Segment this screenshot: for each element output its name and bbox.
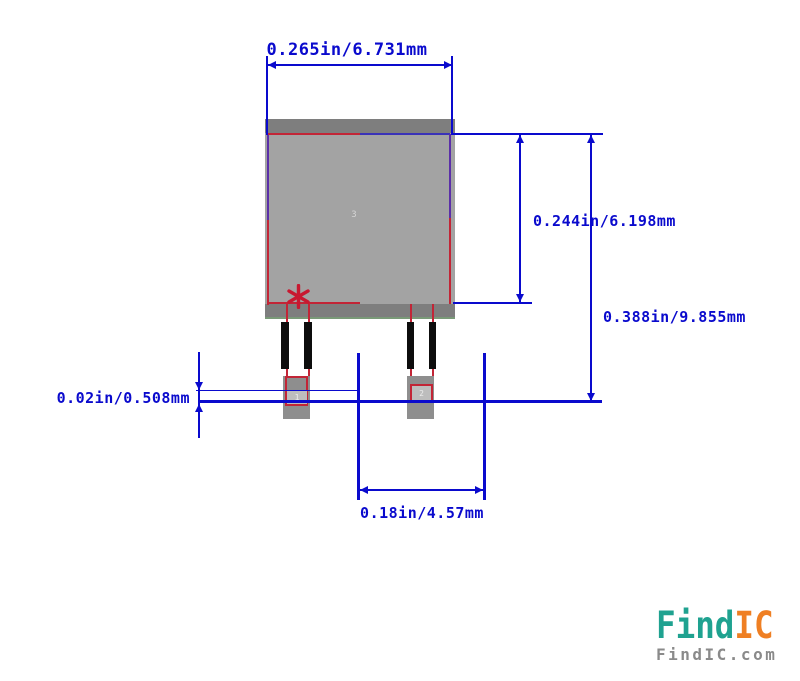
pin1-marker-icon <box>287 284 310 309</box>
extension-line-pitch-left <box>357 353 360 500</box>
logo-brand-primary: Find <box>656 604 735 647</box>
arrowhead-down-icon <box>587 393 595 401</box>
dimension-line-height-outer <box>590 135 592 401</box>
arrowhead-left-icon <box>268 61 276 69</box>
dimension-line-pitch <box>360 489 483 491</box>
body-outline-top-red <box>268 133 360 135</box>
extension-line-pitch-right <box>483 353 486 500</box>
body-outline-left-purple <box>267 135 269 220</box>
lead2-bar-right <box>429 322 436 369</box>
tab-pad-number: 3 <box>351 210 357 220</box>
dimension-line-height-inner <box>519 135 521 302</box>
dimension-line-toe <box>198 352 200 438</box>
arrowhead-right-icon <box>444 61 452 69</box>
dimension-label-toe: 0.02in/0.508mm <box>56 389 190 407</box>
body-tab-pad <box>265 133 455 304</box>
pad-2-number: 2 <box>412 386 431 401</box>
body-outline-left-red <box>267 220 269 305</box>
findic-logo[interactable]: FindIC FindIC.com <box>656 607 790 663</box>
body-outline-top-blue <box>360 133 450 135</box>
arrowhead-up-icon <box>195 404 203 412</box>
logo-brand-secondary: IC <box>734 604 774 647</box>
arrowhead-left-icon <box>360 486 368 494</box>
arrowhead-right-icon <box>475 486 483 494</box>
lead1-bar-right <box>304 322 312 369</box>
reference-line-thick <box>198 400 602 403</box>
dimension-label-pitch: 0.18in/4.57mm <box>360 504 484 522</box>
dimension-label-top-width: 0.265in/6.731mm <box>266 40 428 60</box>
extension-line <box>266 56 268 135</box>
findic-logo-domain: FindIC.com <box>656 645 778 664</box>
lead1-bar-left <box>281 322 289 369</box>
extension-line-body-bottom <box>453 302 532 304</box>
lead2-bar-left <box>407 322 414 369</box>
body-bottom-tab-strip <box>265 304 455 318</box>
findic-logo-wordmark: FindIC <box>656 607 774 644</box>
dimension-line-top <box>268 64 452 66</box>
pad-1-outline <box>285 376 308 406</box>
dimension-label-height-inner: 0.244in/6.198mm <box>533 212 676 230</box>
reference-line-thin <box>196 390 359 391</box>
body-strip-green-edge <box>265 317 455 319</box>
arrowhead-up-icon <box>587 135 595 143</box>
arrowhead-down-icon <box>195 382 203 390</box>
extension-line-body-top <box>451 133 603 135</box>
body-outline-bottom-red <box>268 302 360 304</box>
body-outline-right-purple <box>449 134 451 218</box>
dimension-label-height-outer: 0.388in/9.855mm <box>603 308 746 326</box>
arrowhead-down-icon <box>516 294 524 302</box>
body-outline-right-red <box>449 218 451 304</box>
arrowhead-up-icon <box>516 135 524 143</box>
body-top-tab-strip <box>265 119 455 133</box>
extension-line <box>451 56 453 135</box>
